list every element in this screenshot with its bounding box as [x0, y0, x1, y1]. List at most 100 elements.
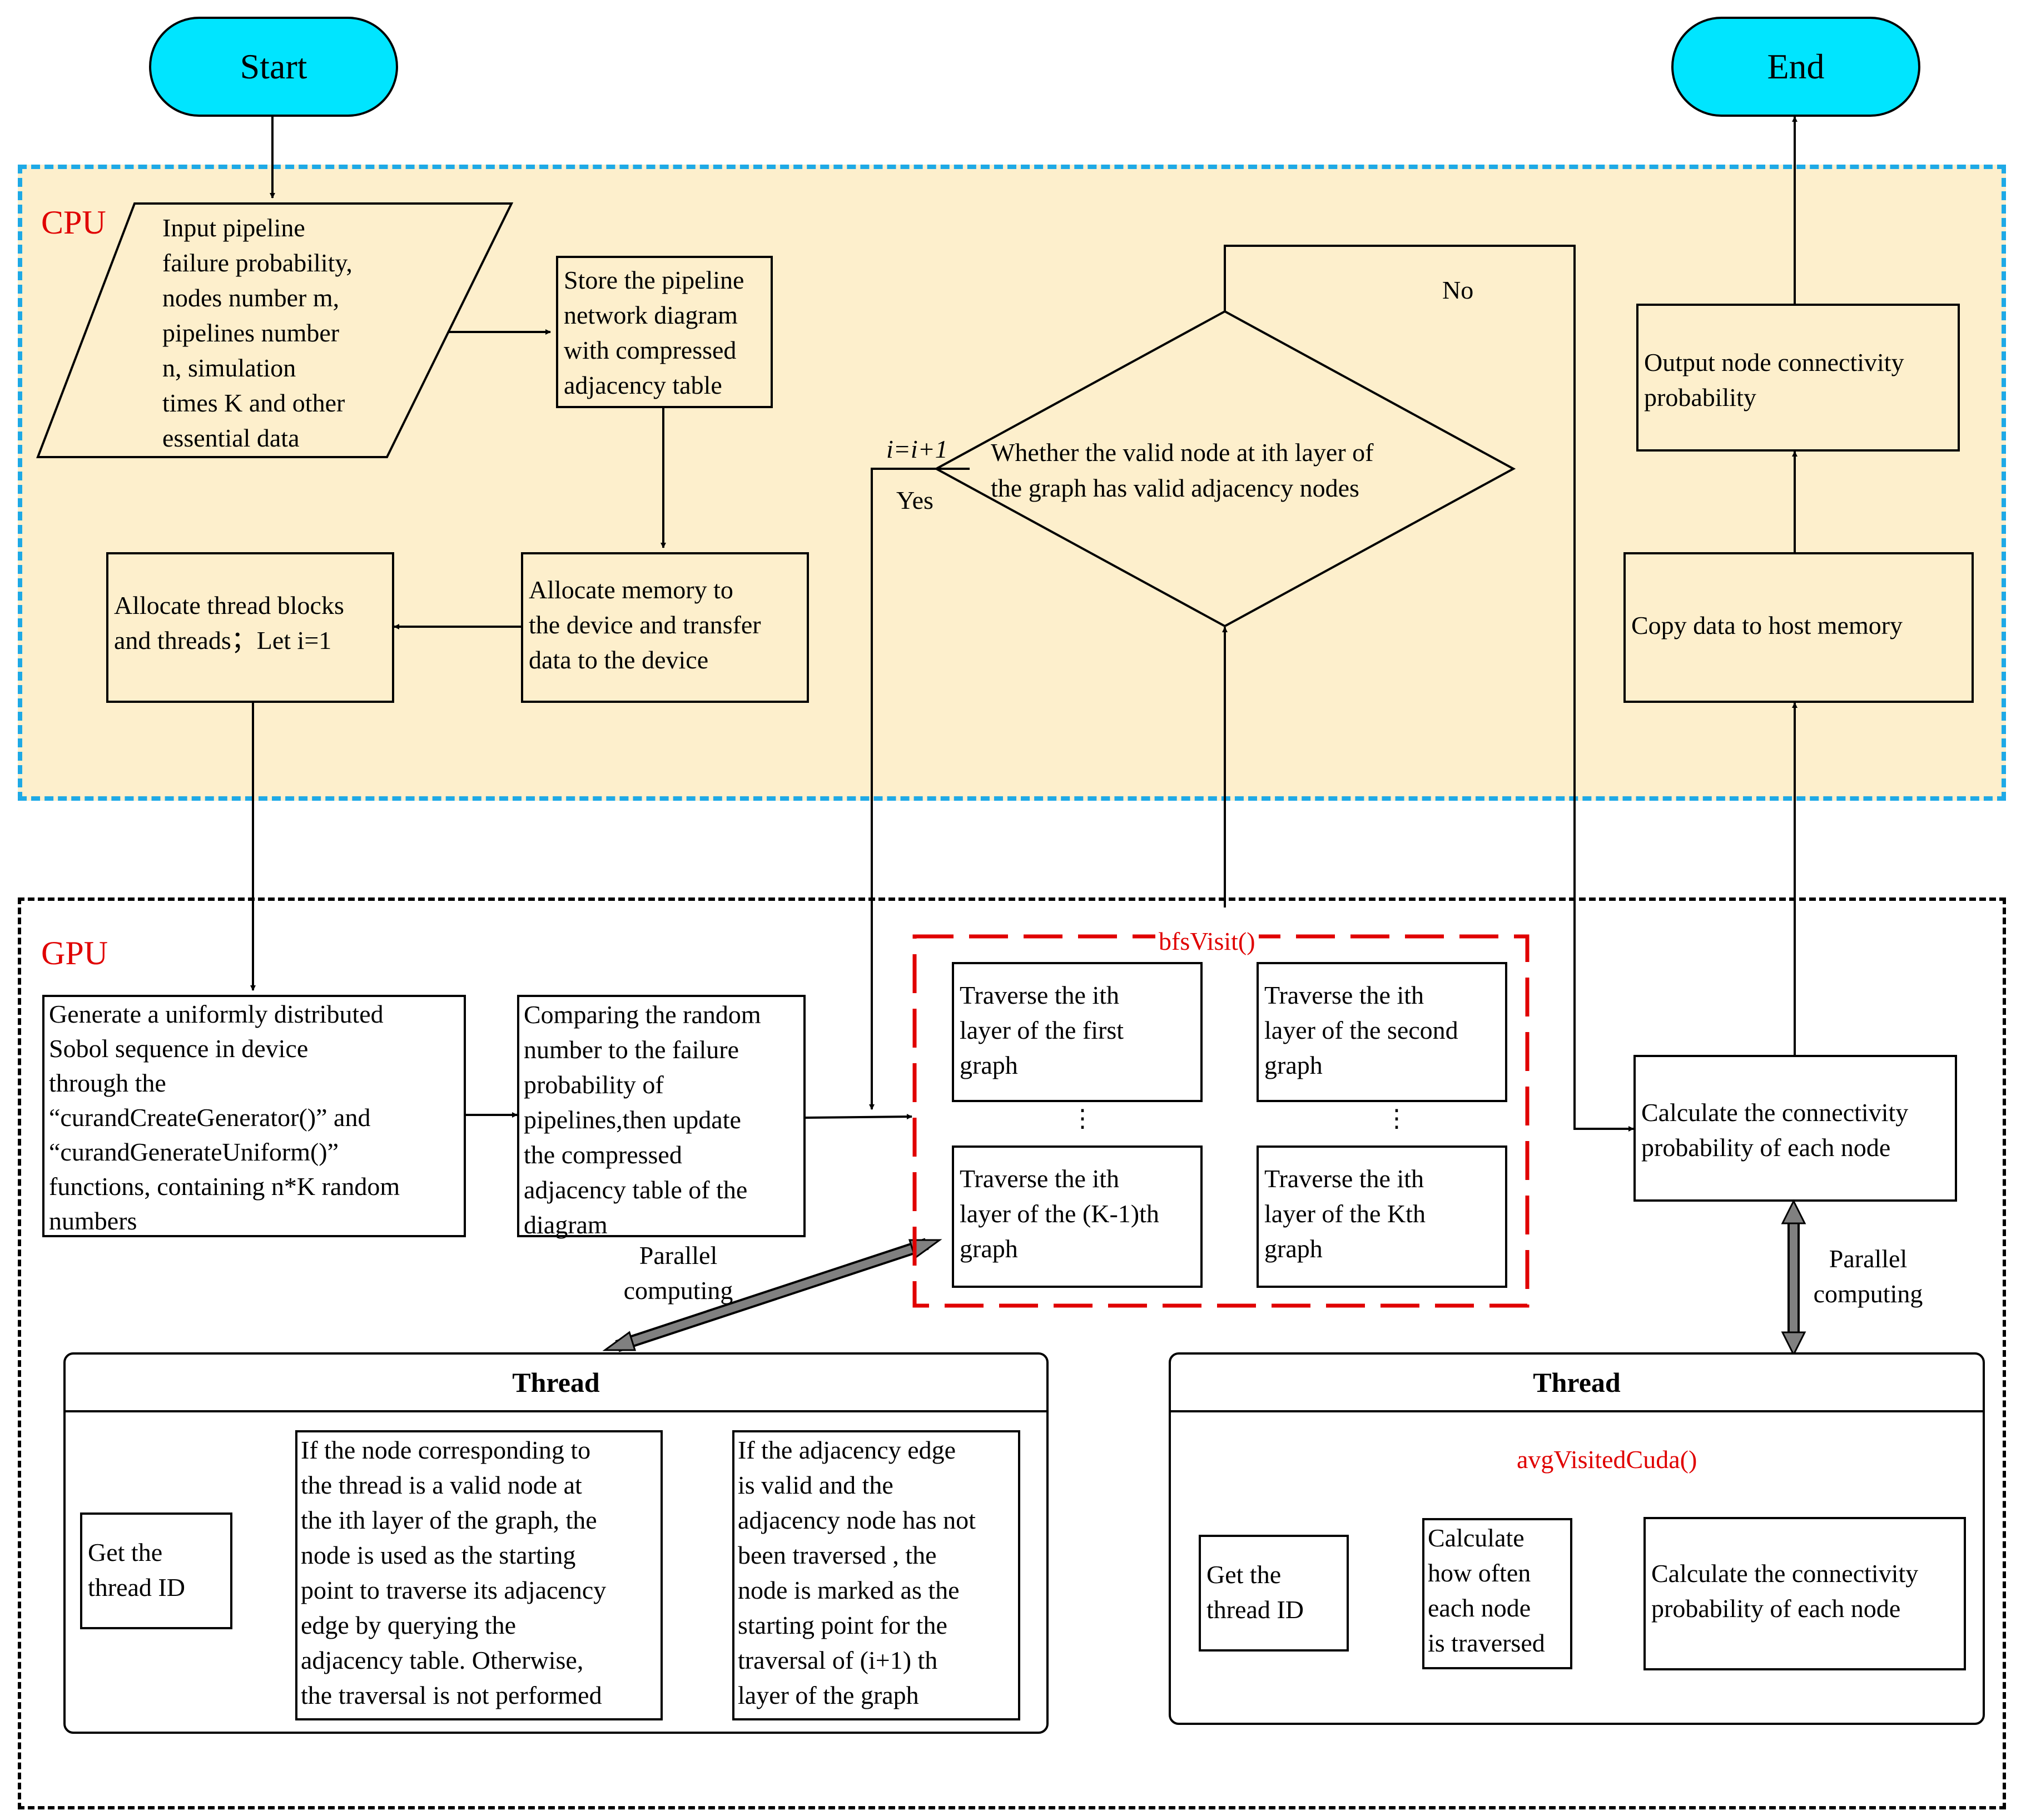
decision-line: the graph has valid adjacency nodes	[991, 474, 1359, 502]
input-parallelogram	[36, 202, 514, 458]
traverse-box-first: Traverse the ith layer of the first grap…	[952, 962, 1203, 1102]
no-label: No	[1442, 276, 1474, 304]
compare-line: Comparing the random	[524, 1000, 761, 1029]
traverse-line: layer of the Kth	[1264, 1199, 1426, 1228]
parallel-label-right: Parallel computing	[1801, 1241, 1935, 1311]
compare-line: adjacency table of the	[524, 1176, 748, 1204]
allocate-memory-line: data to the device	[529, 646, 709, 674]
input-text: Input pipeline failure probability, node…	[162, 210, 429, 455]
input-line: essential data	[162, 424, 300, 452]
traverse-line: Traverse the ith	[1264, 1164, 1424, 1193]
traverse-line: graph	[960, 1051, 1018, 1079]
condition-line: If the node corresponding to	[301, 1436, 591, 1464]
compare-line: number to the failure	[524, 1035, 739, 1064]
compare-box: Comparing the random number to the failu…	[517, 995, 806, 1239]
calc-line: probability of each node	[1651, 1594, 1901, 1623]
count-line: how often	[1428, 1559, 1531, 1587]
input-line: Input pipeline	[162, 214, 305, 242]
cpu-region	[18, 165, 2006, 801]
ellipsis-left: ⋮	[1070, 1105, 1095, 1132]
allocate-memory-line: Allocate memory to	[529, 576, 733, 604]
thread-left-condition-box: If the node corresponding to the thread …	[295, 1430, 663, 1720]
get-id-line: Get the	[88, 1538, 163, 1566]
generate-line: Sobol sequence in device	[49, 1034, 309, 1063]
traverse-line: layer of the (K-1)th	[960, 1199, 1159, 1228]
increment-label: i=i+1	[886, 435, 948, 463]
traverse-line: graph	[1264, 1234, 1323, 1263]
start-label: Start	[240, 47, 307, 86]
condition-line: the traversal is not performed	[301, 1681, 602, 1709]
get-id-line: Get the	[1206, 1560, 1282, 1589]
thread-title-left: Thread	[66, 1355, 1046, 1412]
allocate-memory-box: Allocate memory to the device and transf…	[521, 552, 809, 703]
condition-line: point to traverse its adjacency	[301, 1576, 607, 1604]
condition-line: the ith layer of the graph, the	[301, 1506, 597, 1534]
store-line: adjacency table	[564, 371, 722, 399]
store-line: with compressed	[564, 336, 737, 364]
end-label: End	[1767, 47, 1825, 86]
allocate-threads-box: Allocate thread blocks and threads；Let i…	[106, 552, 394, 703]
store-line: network diagram	[564, 301, 738, 329]
store-box: Store the pipeline network diagram with …	[556, 256, 773, 408]
avg-visited-function-label: avgVisitedCuda()	[1517, 1445, 1697, 1474]
traverse-line: graph	[1264, 1051, 1323, 1079]
get-id-line: thread ID	[1206, 1595, 1304, 1624]
count-line: Calculate	[1428, 1524, 1525, 1552]
traverse-line: Traverse the ith	[960, 981, 1120, 1009]
compare-line: pipelines,then update	[524, 1105, 741, 1134]
parallel-arrow-right	[1781, 1199, 1806, 1357]
thread-left-get-id-box: Get the thread ID	[80, 1512, 232, 1629]
thread-panel-left: Thread	[63, 1352, 1049, 1734]
condition-line: the thread is a valid node at	[301, 1471, 582, 1499]
traverse-box-k-minus-1: Traverse the ith layer of the (K-1)th gr…	[952, 1145, 1203, 1288]
calc-line: Calculate the connectivity	[1641, 1098, 1909, 1127]
gpu-region	[18, 897, 2006, 1809]
edge-line: been traversed , the	[738, 1541, 937, 1569]
parallel-label-left: Parallel computing	[612, 1238, 745, 1308]
ellipsis-right: ⋮	[1384, 1105, 1409, 1132]
edge-line: starting point for the	[738, 1611, 947, 1639]
generate-box: Generate a uniformly distributed Sobol s…	[42, 995, 466, 1237]
thread-right-count-box: Calculate how often each node is travers…	[1422, 1518, 1572, 1669]
generate-line: Generate a uniformly distributed	[49, 1000, 384, 1028]
traverse-line: layer of the second	[1264, 1016, 1458, 1044]
bfs-function-label: bfsVisit()	[1155, 926, 1259, 956]
edge-line: If the adjacency edge	[738, 1436, 956, 1464]
calc-line: Calculate the connectivity	[1651, 1559, 1919, 1588]
allocate-threads-line: and threads；Let i=1	[114, 626, 332, 654]
decision-line: Whether the valid node at ith layer of	[991, 438, 1374, 467]
input-line: pipelines number	[162, 319, 340, 347]
traverse-line: layer of the first	[960, 1016, 1124, 1044]
input-line: failure probability,	[162, 249, 352, 277]
traverse-line: Traverse the ith	[960, 1164, 1120, 1193]
condition-line: edge by querying the	[301, 1611, 517, 1639]
calc-connectivity-box: Calculate the connectivity probability o…	[1633, 1055, 1957, 1202]
start-terminal: Start	[149, 17, 398, 117]
generate-line: “curandCreateGenerator()” and	[49, 1103, 371, 1132]
thread-right-calc-box: Calculate the connectivity probability o…	[1643, 1517, 1966, 1670]
output-line: Output node connectivity	[1644, 348, 1904, 376]
thread-title-right: Thread	[1171, 1355, 1983, 1412]
decision-text: Whether the valid node at ith layer of t…	[991, 435, 1480, 506]
edge-line: layer of the graph	[738, 1681, 919, 1709]
generate-line: functions, containing n*K random	[49, 1172, 400, 1201]
end-terminal: End	[1671, 17, 1920, 117]
count-line: is traversed	[1428, 1629, 1545, 1657]
condition-line: node is used as the starting	[301, 1541, 576, 1569]
parallel-line: computing	[1813, 1280, 1923, 1308]
input-line: times K and other	[162, 389, 345, 417]
output-box: Output node connectivity probability	[1636, 304, 1960, 452]
edge-line: adjacency node has not	[738, 1506, 976, 1534]
compare-line: diagram	[524, 1211, 608, 1239]
parallel-line: Parallel	[1829, 1244, 1908, 1273]
parallel-arrow-left	[602, 1238, 942, 1352]
calc-line: probability of each node	[1641, 1133, 1891, 1162]
yes-label: Yes	[896, 486, 933, 514]
parallel-line: computing	[623, 1276, 733, 1305]
decision-diamond	[933, 310, 1516, 628]
thread-panel-right: Thread	[1169, 1352, 1985, 1725]
allocate-threads-line: Allocate thread blocks	[114, 591, 344, 619]
compare-line: probability of	[524, 1070, 664, 1099]
traverse-line: Traverse the ith	[1264, 981, 1424, 1009]
